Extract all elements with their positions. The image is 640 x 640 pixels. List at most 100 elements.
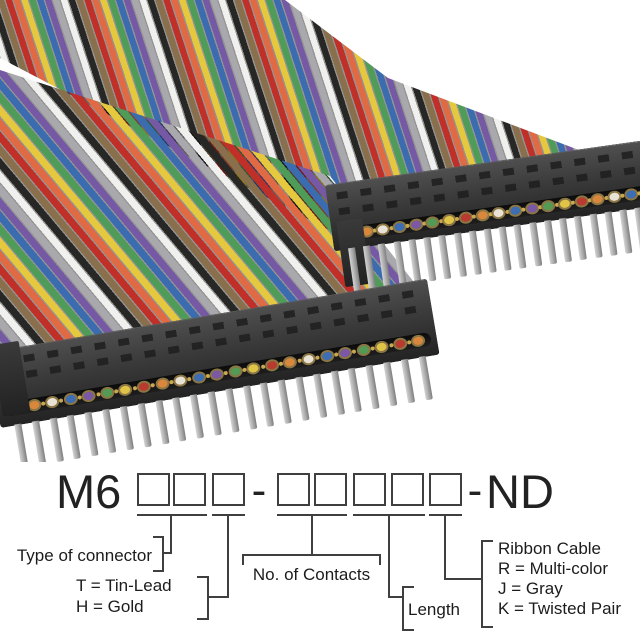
connector-pin xyxy=(31,420,47,462)
wire-bead-small xyxy=(521,207,526,212)
part-number-digit-box xyxy=(137,473,170,506)
connector-pin xyxy=(14,423,29,462)
leader-contacts xyxy=(311,514,313,556)
wire-bead xyxy=(119,385,132,395)
wire-bead-small xyxy=(333,352,339,357)
wire-bead-small xyxy=(77,395,83,400)
wire-bead xyxy=(83,391,95,401)
bracket-cable-type xyxy=(481,540,493,628)
wire-bead-small xyxy=(205,373,211,379)
label-gray: J = Gray xyxy=(498,579,563,598)
connector-pin xyxy=(400,358,416,404)
wire-bead xyxy=(156,378,168,389)
connector-pin xyxy=(574,215,588,261)
connector-pin xyxy=(242,385,257,430)
wire-bead-small xyxy=(422,221,427,226)
connector-pin xyxy=(383,361,398,407)
connector-pin xyxy=(277,379,293,424)
wire-bead xyxy=(427,217,439,228)
connector-pin xyxy=(619,209,633,254)
wire-bead xyxy=(559,199,571,209)
connector-pin xyxy=(634,207,640,252)
bracket-length xyxy=(402,586,414,631)
label-twisted-pair: K = Twisted Pair xyxy=(498,599,621,618)
wire-bead xyxy=(394,339,406,349)
connector-pin xyxy=(498,226,512,271)
wire-bead-small xyxy=(471,214,477,219)
wire-bead xyxy=(575,196,587,207)
wire-bead xyxy=(302,354,315,364)
wire-bead xyxy=(339,348,351,358)
connector-pin xyxy=(102,408,117,454)
connector-pin xyxy=(84,411,99,457)
connector-pin xyxy=(418,355,433,401)
wire-bead xyxy=(625,189,637,200)
part-number-digit-box xyxy=(429,473,462,506)
wire-bead-small xyxy=(389,225,394,231)
wire-bead-small xyxy=(587,198,592,203)
wire-bead xyxy=(542,201,554,211)
connector-line-plating xyxy=(209,596,229,598)
wire-bead-small xyxy=(278,361,284,367)
wire-bead-small xyxy=(40,401,46,406)
connector-pin xyxy=(190,394,205,439)
wire-bead xyxy=(476,210,488,221)
wire-bead-small xyxy=(59,398,64,403)
connector-pin xyxy=(363,245,377,290)
underline-type xyxy=(137,514,207,516)
connector-pin xyxy=(49,417,64,462)
wire-bead xyxy=(138,381,150,392)
wire-bead xyxy=(193,372,205,383)
connector-pin xyxy=(604,211,618,256)
connector-pin xyxy=(172,397,187,442)
label-type-of-connector: Type of connector xyxy=(16,546,152,565)
wire-bead xyxy=(211,369,223,380)
wire-bead xyxy=(284,357,296,368)
part-number-prefix: M6 xyxy=(56,465,122,518)
wire-bead xyxy=(46,397,58,407)
wire-bead-small xyxy=(438,218,444,224)
connector-line-type xyxy=(162,552,172,554)
connector-pin xyxy=(589,213,603,259)
wire-bead-small xyxy=(488,211,493,217)
connector-pin xyxy=(137,402,152,448)
leader-length xyxy=(388,514,390,598)
wire-bead xyxy=(526,203,538,214)
wire-bead-small xyxy=(405,223,411,229)
wire-bead-small xyxy=(187,376,192,382)
connector-pin xyxy=(378,243,392,288)
wire-bead xyxy=(101,388,113,398)
connector-pin xyxy=(154,399,170,445)
part-number-digit-box xyxy=(353,473,386,506)
wire-bead-small xyxy=(504,209,510,215)
bracket-type xyxy=(153,536,164,572)
wire-bead-small xyxy=(406,340,412,345)
connector-pin xyxy=(119,405,134,451)
wire-bead-small xyxy=(315,355,321,360)
wire-bead xyxy=(357,345,370,355)
wire-bead xyxy=(321,351,333,361)
wire-bead-small xyxy=(132,385,137,391)
connector-pin xyxy=(408,238,422,284)
part-number-dash: - xyxy=(251,466,267,515)
wire-bead-small xyxy=(168,379,174,385)
part-number-digit-box xyxy=(277,473,310,506)
wire-bead-small xyxy=(537,205,543,210)
label-contacts: No. of Contacts xyxy=(252,565,371,584)
connector-pin xyxy=(438,234,452,280)
part-number-digit-box xyxy=(212,473,245,506)
wire-bead xyxy=(377,224,389,235)
wire-bead-small xyxy=(260,364,266,370)
connector-pin xyxy=(225,388,240,433)
label-plating: T = Tin-Lead H = Gold xyxy=(76,575,172,617)
connector-pin xyxy=(313,373,328,419)
wire-bead xyxy=(248,363,260,374)
part-number-digit-box xyxy=(314,473,347,506)
wire-bead-small xyxy=(620,193,625,198)
connector-pin xyxy=(393,241,407,286)
connector-pin xyxy=(365,364,380,410)
wire-bead-small xyxy=(114,389,119,394)
wire-bead xyxy=(493,208,505,218)
label-cable-type: Ribbon Cable R = Multi-color J = Gray K … xyxy=(498,539,621,619)
connector-pin xyxy=(348,367,363,413)
